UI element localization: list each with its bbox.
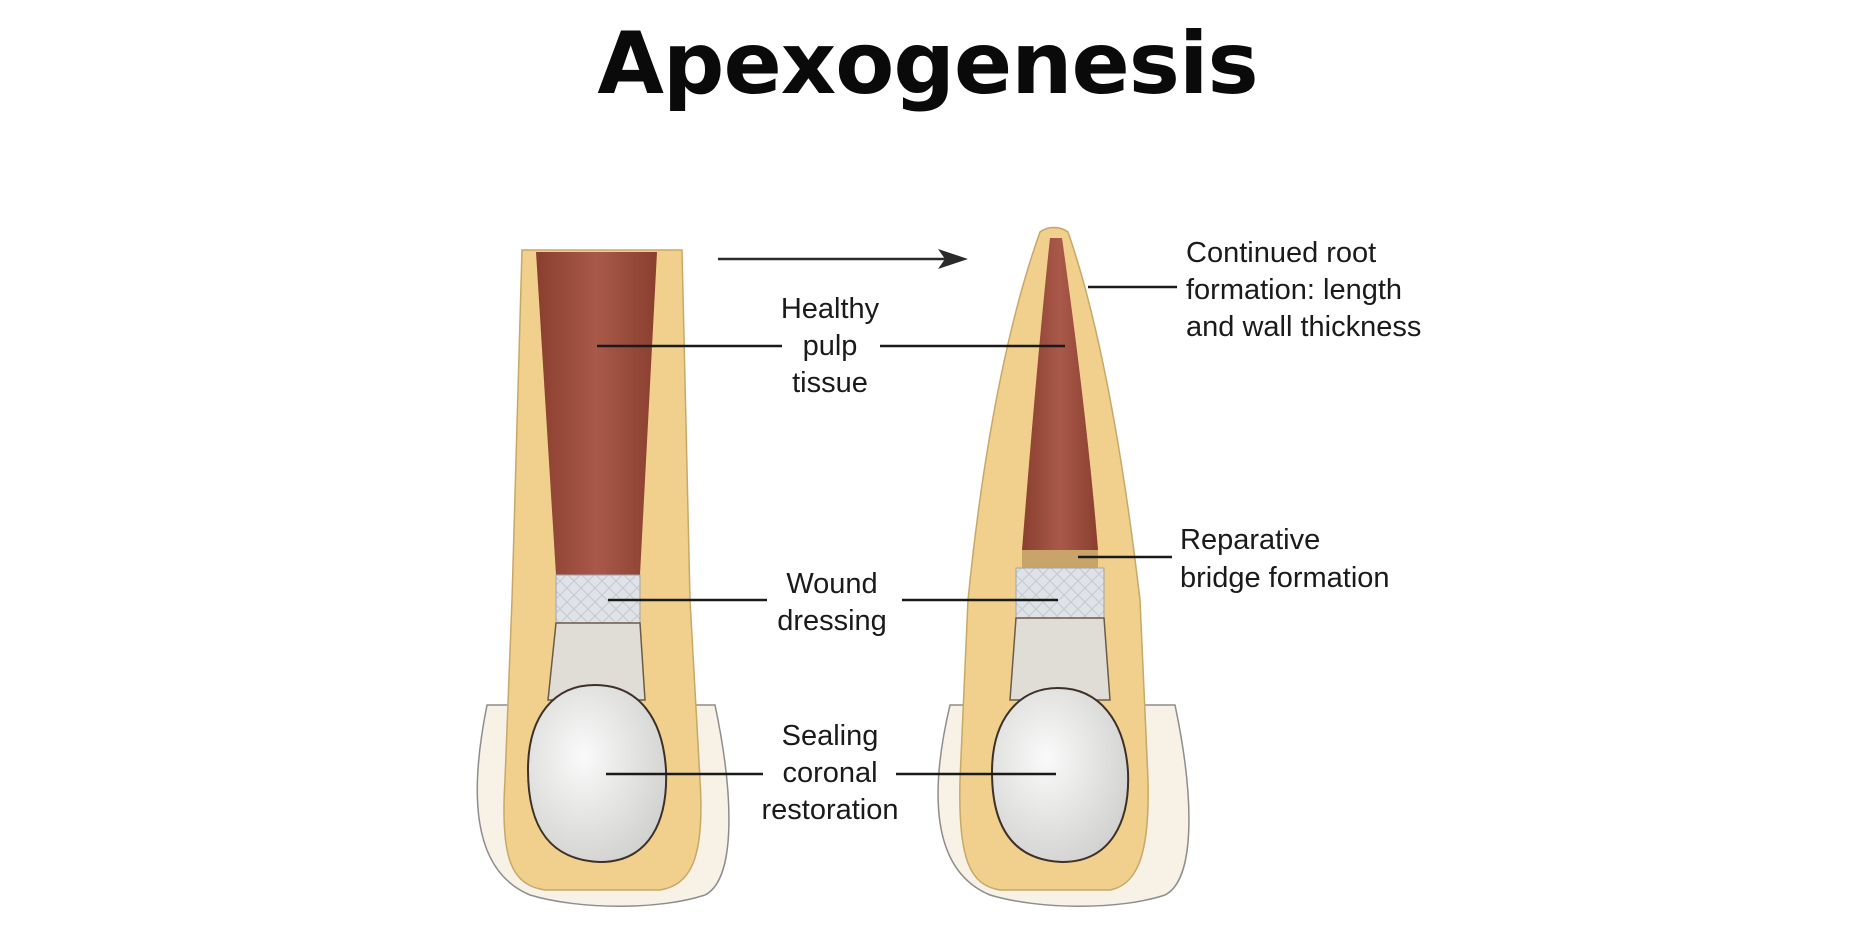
label-continued-root-line3: and wall thickness — [1186, 311, 1421, 343]
diagram-title: Apexogenesis — [597, 14, 1258, 114]
left-pulp — [536, 252, 657, 575]
label-healthy-pulp-line2: pulp — [803, 330, 858, 362]
immature-tooth — [476, 249, 730, 907]
right-chamber — [1009, 617, 1111, 701]
label-wound-dressing: Wound dressing — [777, 568, 887, 637]
label-sealing-restoration: Sealing coronal restoration — [761, 720, 898, 826]
progression-arrow — [718, 249, 968, 269]
label-wound-dressing-line2: dressing — [777, 605, 887, 637]
right-reparative-bridge — [1022, 550, 1098, 568]
label-sealing-line3: restoration — [761, 794, 898, 826]
label-reparative-bridge: Reparative bridge formation — [1180, 524, 1390, 594]
right-wound-dressing — [1015, 567, 1105, 619]
right-coronal-restoration — [990, 686, 1130, 864]
label-wound-dressing-line1: Wound — [786, 568, 877, 600]
label-continued-root: Continued root formation: length and wal… — [1186, 237, 1421, 343]
left-coronal-restoration — [526, 683, 668, 864]
label-healthy-pulp: Healthy pulp tissue — [781, 293, 880, 399]
label-reparative-bridge-line2: bridge formation — [1180, 562, 1390, 594]
label-continued-root-line2: formation: length — [1186, 274, 1402, 306]
label-sealing-line1: Sealing — [782, 720, 879, 752]
label-continued-root-line1: Continued root — [1186, 237, 1376, 269]
left-chamber — [547, 622, 646, 701]
leader-lines — [597, 285, 1177, 776]
label-healthy-pulp-line1: Healthy — [781, 293, 880, 325]
label-sealing-line2: coronal — [782, 757, 877, 789]
label-reparative-bridge-line1: Reparative — [1180, 524, 1320, 556]
mature-tooth — [937, 226, 1190, 907]
right-pulp — [1022, 238, 1098, 550]
label-healthy-pulp-line3: tissue — [792, 367, 868, 399]
